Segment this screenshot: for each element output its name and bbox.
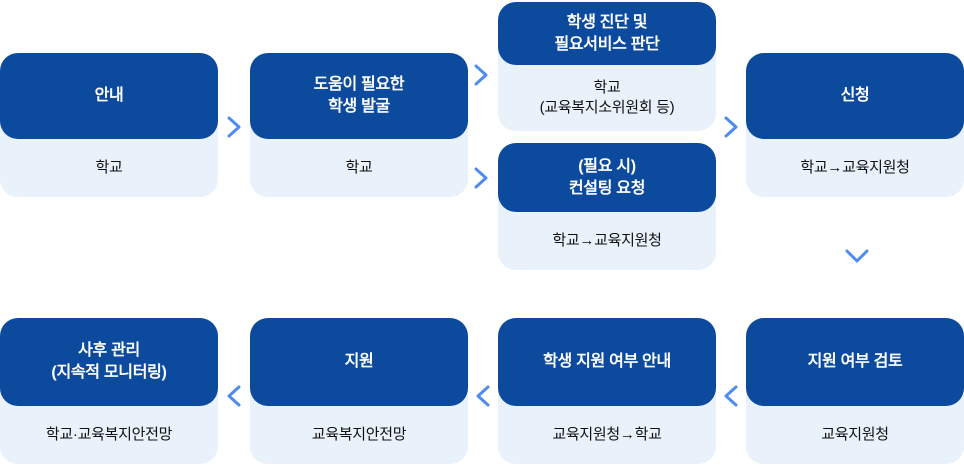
flow-step-title: 안내	[94, 87, 124, 105]
flow-step-actor: 교육복지안전망	[311, 425, 407, 443]
flow-step-aftercare-header: 사후 관리 (지속적 모니터링)	[0, 318, 218, 406]
arrow-left-icon	[724, 385, 738, 407]
flow-step-diagnose: 학생 진단 및 필요서비스 판단 학교 (교육복지소위원회 등)	[498, 2, 716, 131]
arrow-right-icon	[724, 116, 738, 138]
flow-step-guide: 안내 학교	[0, 53, 218, 197]
flow-step-actor: 교육지원청	[821, 425, 889, 443]
arrow-left-icon	[476, 385, 490, 407]
flow-step-actor: 교육지원청→학교	[552, 425, 662, 443]
flow-step-title: 지원 여부 검토	[807, 353, 903, 371]
flow-step-title: 지원	[344, 353, 374, 371]
flow-step-actor: 학교·교육복지안전망	[45, 425, 173, 443]
flow-step-title: 학생 진단 및 필요서비스 판단	[554, 13, 660, 53]
flow-step-discover: 도움이 필요한 학생 발굴 학교	[250, 53, 468, 197]
flow-step-notify-header: 학생 지원 여부 안내	[498, 318, 716, 406]
flow-step-consulting: (필요 시) 컨설팅 요청 학교→교육지원청	[498, 143, 716, 270]
arrow-left-icon	[227, 385, 241, 407]
flow-step-apply: 신청 학교→교육지원청	[746, 53, 964, 197]
flow-step-title: 사후 관리 (지속적 모니터링)	[51, 342, 167, 381]
flow-step-title: 신청	[840, 87, 870, 105]
flow-step-review-header: 지원 여부 검토	[746, 318, 964, 406]
flow-step-support-header: 지원	[250, 318, 468, 406]
flow-step-title: 도움이 필요한 학생 발굴	[313, 76, 405, 115]
flow-step-notify: 학생 지원 여부 안내 교육지원청→학교	[498, 318, 716, 464]
arrow-down-icon	[845, 249, 869, 263]
flow-step-apply-header: 신청	[746, 53, 964, 139]
flow-step-review: 지원 여부 검토 교육지원청	[746, 318, 964, 464]
arrow-right-icon	[474, 64, 488, 86]
flow-step-actor: 학교	[95, 158, 123, 176]
flow-step-guide-header: 안내	[0, 53, 218, 139]
flow-step-support: 지원 교육복지안전망	[250, 318, 468, 464]
flow-step-actor: 학교→교육지원청	[552, 231, 662, 249]
arrow-right-icon	[474, 167, 488, 189]
flow-step-title: 학생 지원 여부 안내	[543, 353, 671, 371]
flow-step-discover-header: 도움이 필요한 학생 발굴	[250, 53, 468, 139]
flow-step-diagnose-header: 학생 진단 및 필요서비스 판단	[498, 2, 716, 65]
flow-step-actor: 학교→교육지원청	[800, 158, 910, 176]
flow-step-actor: 학교	[345, 158, 373, 176]
flow-step-consulting-header: (필요 시) 컨설팅 요청	[498, 143, 716, 212]
flow-step-title: (필요 시) 컨설팅 요청	[568, 157, 646, 197]
flow-step-aftercare: 사후 관리 (지속적 모니터링) 학교·교육복지안전망	[0, 318, 218, 464]
arrow-right-icon	[227, 116, 241, 138]
flow-step-actor: 학교 (교육복지소위원회 등)	[539, 78, 675, 116]
